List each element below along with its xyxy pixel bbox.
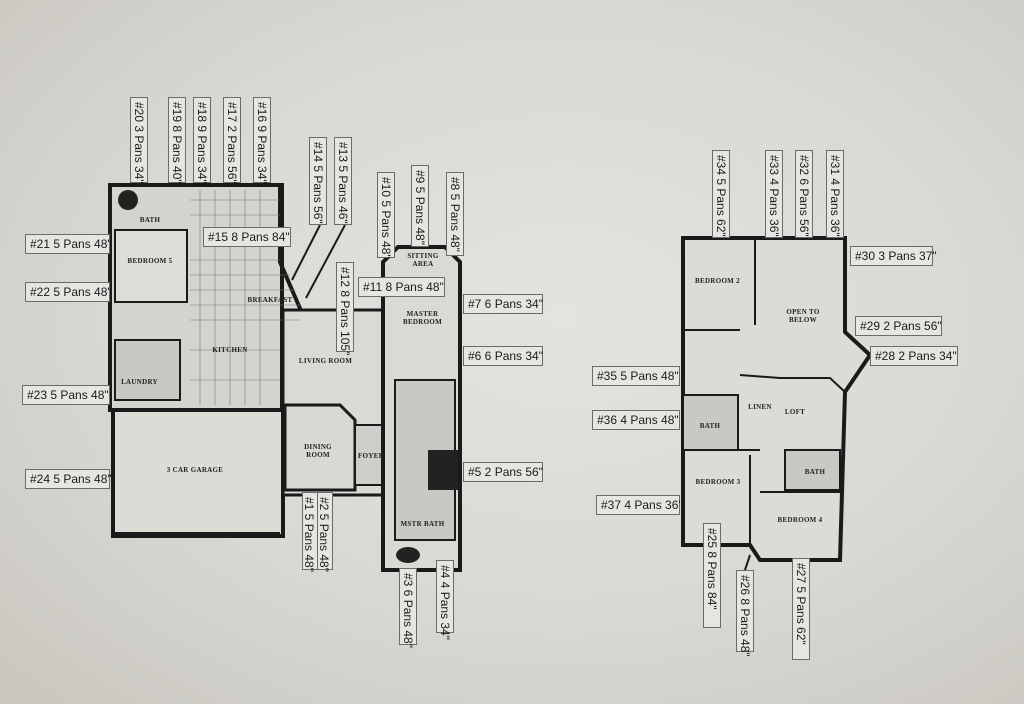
window-label-8: #8 5 Pans 48"	[446, 172, 464, 256]
window-label-14: #14 5 Pans 56"	[309, 137, 327, 225]
window-label-4: #4 4 Pans 34"	[436, 560, 454, 640]
window-label-22: #22 5 Pans 48"	[25, 282, 112, 302]
window-label-5: #5 2 Pans 56"	[463, 462, 543, 482]
room-master-bath: MSTR BATH	[400, 520, 445, 528]
window-label-7: #7 6 Pans 34"	[463, 294, 543, 314]
first-floor-plan	[108, 183, 462, 572]
window-label-35: #35 5 Pans 48"	[592, 366, 680, 386]
window-label-23: #23 5 Pans 48"	[22, 385, 110, 405]
window-label-15: #15 8 Pans 84"	[203, 227, 291, 247]
window-label-3: #3 6 Pans 48"	[399, 568, 417, 648]
window-label-25: #25 8 Pans 84"	[703, 523, 721, 628]
window-label-1: #1 5 Pans 48"	[302, 492, 318, 572]
room-garage: 3 CAR GARAGE	[166, 466, 224, 474]
window-label-20: #20 3 Pans 34"	[130, 97, 148, 184]
room-foyer: FOYER	[358, 452, 384, 460]
window-label-17: #17 2 Pans 56"	[223, 97, 241, 184]
room-bedroom5: BEDROOM 5	[127, 257, 173, 265]
room-kitchen: KITCHEN	[212, 346, 248, 354]
window-label-6: #6 6 Pans 34"	[463, 346, 543, 366]
window-label-11: #11 8 Pans 48"	[358, 277, 445, 297]
window-label-33: #33 4 Pans 36"	[765, 150, 783, 238]
room-bath-b: BATH	[804, 468, 826, 476]
room-open-to-below: OPEN TO BELOW	[786, 308, 820, 324]
window-label-12: #12 8 Pans 105"	[336, 262, 354, 355]
room-bedroom4: BEDROOM 4	[777, 516, 823, 524]
room-bedroom2: BEDROOM 2	[695, 277, 740, 285]
room-loft: LOFT	[784, 408, 806, 416]
room-sitting-area: SITTING AREA	[407, 252, 439, 268]
window-label-19: #19 8 Pans 40"	[168, 97, 186, 184]
window-label-9: #9 5 Pans 48"	[411, 165, 429, 247]
room-bedroom3: BEDROOM 3	[695, 478, 741, 486]
window-label-30: #30 3 Pans 37"	[850, 246, 937, 266]
second-floor-plan	[681, 236, 873, 586]
room-breakfast: BREAKFAST	[247, 296, 293, 304]
window-label-24: #24 5 Pans 48"	[25, 469, 112, 489]
window-label-37: #37 4 Pans 36"	[596, 495, 683, 515]
window-label-34: #34 5 Pans 62"	[712, 150, 730, 238]
room-master-bedroom: MASTER BEDROOM	[402, 310, 443, 326]
window-label-32: #32 6 Pans 56"	[795, 150, 813, 238]
window-label-21: #21 5 Pans 48"	[25, 234, 112, 254]
window-label-36: #36 4 Pans 48"	[592, 410, 680, 430]
window-label-28: #28 2 Pans 34"	[870, 346, 958, 366]
window-label-31: #31 4 Pans 36"	[826, 150, 844, 238]
window-label-13: #13 5 Pans 46"	[334, 137, 352, 225]
window-label-27: #27 5 Pans 62"	[792, 558, 810, 660]
room-linen: LINEN	[748, 403, 772, 411]
room-laundry: LAUNDRY	[121, 378, 158, 386]
room-bath-a: BATH	[699, 422, 721, 430]
window-label-29: #29 2 Pans 56"	[855, 316, 942, 336]
room-dining-room: DINING ROOM	[304, 443, 332, 459]
window-label-16: #16 9 Pans 34"	[253, 97, 271, 184]
window-label-18: #18 9 Pans 34"	[193, 97, 211, 184]
room-bath: BATH	[139, 216, 161, 224]
room-living-room: LIVING ROOM	[298, 357, 353, 365]
window-label-10: #10 5 Pans 48"	[377, 172, 395, 259]
window-label-2: #2 5 Pans 48"	[317, 492, 333, 572]
window-label-26: #26 8 Pans 48"	[736, 570, 754, 657]
